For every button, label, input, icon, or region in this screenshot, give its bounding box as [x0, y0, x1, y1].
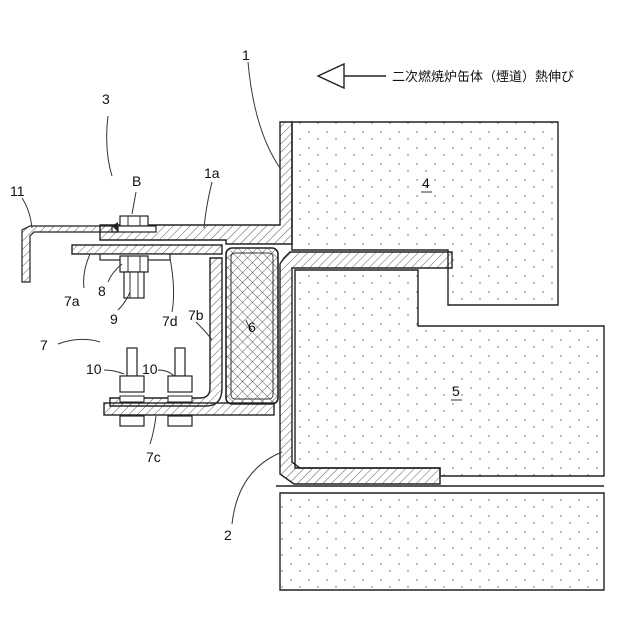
- label-7d: 7d: [162, 313, 178, 329]
- label-1: 1: [242, 47, 250, 63]
- label-2: 2: [224, 527, 232, 543]
- label-7c: 7c: [146, 449, 161, 465]
- label-7b: 7b: [188, 307, 204, 323]
- leader-1a: [204, 182, 212, 228]
- label-7: 7: [40, 337, 48, 353]
- label-9: 9: [110, 311, 118, 327]
- leader-10a: [104, 370, 124, 374]
- leader-7a: [84, 254, 90, 288]
- leader-7d: [170, 258, 174, 312]
- leader-10b: [158, 370, 174, 376]
- leader-11: [22, 198, 32, 228]
- label-6: 6: [248, 319, 256, 335]
- label-10-left: 10: [86, 361, 102, 377]
- left-hollow-arrow-icon: [318, 64, 386, 88]
- leader-7: [58, 339, 100, 344]
- label-b: B: [132, 173, 141, 189]
- plate-7c: [104, 403, 274, 415]
- leader-7c: [150, 416, 156, 444]
- label-3: 3: [102, 91, 110, 107]
- bolt-shank-9: [124, 272, 144, 298]
- label-1a: 1a: [204, 165, 220, 181]
- lower-block: [280, 493, 604, 590]
- leader-1: [248, 62, 280, 168]
- label-8: 8: [98, 283, 106, 299]
- leader-b: [132, 192, 136, 214]
- nut-8: [120, 256, 148, 272]
- label-5: 5: [452, 383, 460, 399]
- plate-7a: [72, 245, 222, 254]
- leader-2: [232, 452, 282, 524]
- thermal-expansion-label: 二次燃焼炉缶体（煙道）熱伸び: [392, 69, 574, 85]
- label-11: 11: [10, 183, 25, 199]
- label-7a: 7a: [64, 293, 80, 309]
- label-4: 4: [422, 175, 430, 191]
- leader-3: [107, 116, 112, 176]
- label-10-right: 10: [142, 361, 158, 377]
